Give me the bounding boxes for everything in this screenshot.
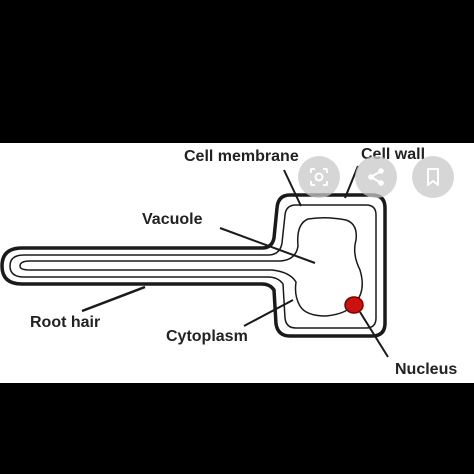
- vacuole-outline: [19, 216, 363, 317]
- vacuole-leader: [219, 227, 316, 264]
- image-search-icon: [310, 168, 328, 186]
- label-cell-membrane: Cell membrane: [184, 148, 299, 165]
- nucleus-shape: [344, 296, 364, 314]
- label-root-hair: Root hair: [30, 314, 101, 331]
- share-icon: [368, 168, 384, 186]
- label-cytoplasm: Cytoplasm: [166, 328, 248, 345]
- image-search-button[interactable]: [298, 156, 340, 198]
- bookmark-icon: [427, 168, 439, 186]
- cytoplasm-leader: [243, 299, 294, 327]
- cell-membrane-leader: [283, 169, 302, 207]
- share-button[interactable]: [355, 156, 397, 198]
- root-hair-leader: [81, 285, 146, 313]
- nucleus-leader: [359, 311, 389, 358]
- bookmark-button[interactable]: [412, 156, 454, 198]
- label-vacuole: Vacuole: [142, 211, 203, 228]
- cell-wall-outline: [0, 193, 387, 338]
- label-nucleus: Nucleus: [395, 361, 458, 378]
